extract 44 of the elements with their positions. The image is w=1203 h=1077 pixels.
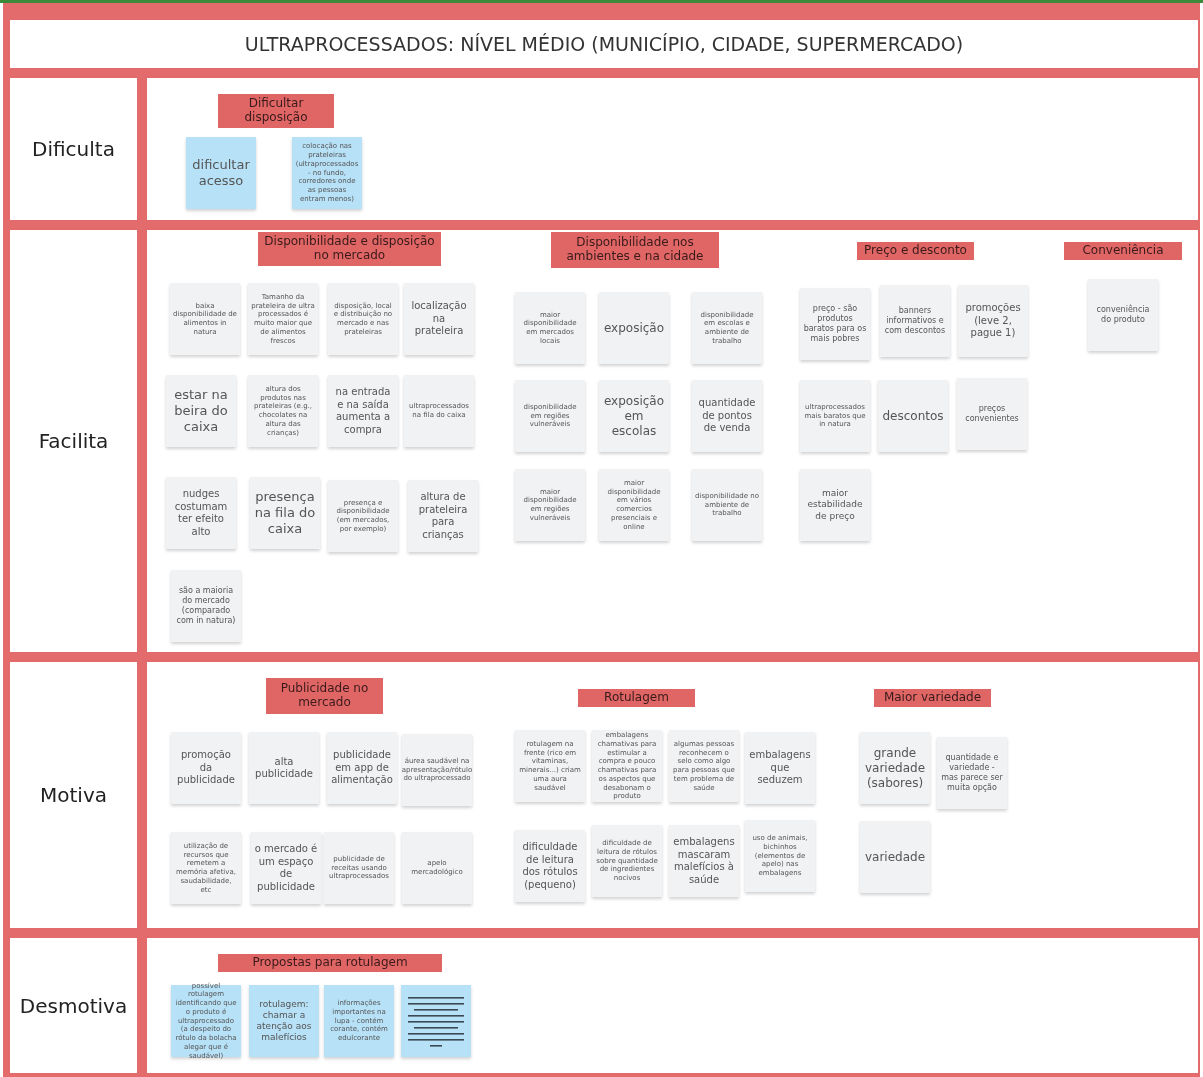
category-header: Publicidade no mercado [266,678,383,714]
sticky-note: exposição [599,292,669,364]
sticky-note: localização na prateleira [404,283,474,355]
sticky-note: dificuldade de leitura dos rótulos (pequeno) [515,830,585,902]
sticky-note: quantidade de pontos de venda [692,380,762,452]
category-header: Maior variedade [874,689,991,707]
sticky-note: preços convenientes [957,378,1027,450]
sticky-note: presença na fila do caixa [250,477,320,549]
sticky-note: embalagens que seduzem [745,732,815,804]
category-header: Conveniência [1064,242,1182,260]
row-label: Dificulta [10,78,137,220]
row-label: Desmotiva [10,938,137,1073]
sticky-note: banners informativos e com descontos [880,285,950,357]
sticky-note: promoções (leve 2, pague 1) [958,285,1028,357]
category-header: Dificultar disposição [218,94,334,128]
sticky-note: rotulagem: chamar a atenção aos malefícios [249,985,319,1057]
sticky-note: estar na beira do caixa [166,375,236,447]
sticky-note: alta publicidade [249,732,319,804]
sticky-note: maior estabilidade de preço [800,469,870,541]
sticky-note: promoção da publicidade [171,732,241,804]
sticky-note: publicidade em app de alimentação [327,732,397,804]
category-header: Propostas para rotulagem [218,954,442,972]
sticky-note: descontos [878,380,948,452]
row-label: Facilita [10,230,137,652]
sticky-note: variedade [860,821,930,893]
sticky-note: altura de prateleira para crianças [408,480,478,552]
title-bar: ULTRAPROCESSADOS: NÍVEL MÉDIO (MUNICÍPIO, CIDADE, SUPERMERCADO) [10,20,1198,68]
sticky-note: na entrada e na saída aumenta a compra [328,375,398,447]
row-label: Motiva [10,662,137,928]
sticky-note: nudges costumam ter efeito alto [166,477,236,549]
category-header: Disponibilidade nos ambientes e na cidade [551,232,719,268]
sticky-note: o mercado é um espaço de publicidade [251,832,321,904]
sticky-note: quantidade e variedade - mas parece ser muita opção [937,737,1007,809]
category-header: Preço e desconto [857,242,974,260]
sticky-note: dificultar acesso [186,137,256,209]
sticky-note: preço - são produtos baratos para os mais pobres [800,288,870,360]
sticky-note [401,985,471,1057]
sticky-note: grande variedade (sabores) [860,732,930,804]
sticky-note: são a maioria do mercado (comparado com in natura) [171,570,241,642]
sticky-note: exposição em escolas [599,380,669,452]
sticky-note: embalagens mascaram malefícios à saúde [669,825,739,897]
category-header: Disponibilidade e disposição no mercado [258,232,441,266]
sticky-note: conveniência do produto [1088,279,1158,351]
category-header: Rotulagem [578,689,695,707]
